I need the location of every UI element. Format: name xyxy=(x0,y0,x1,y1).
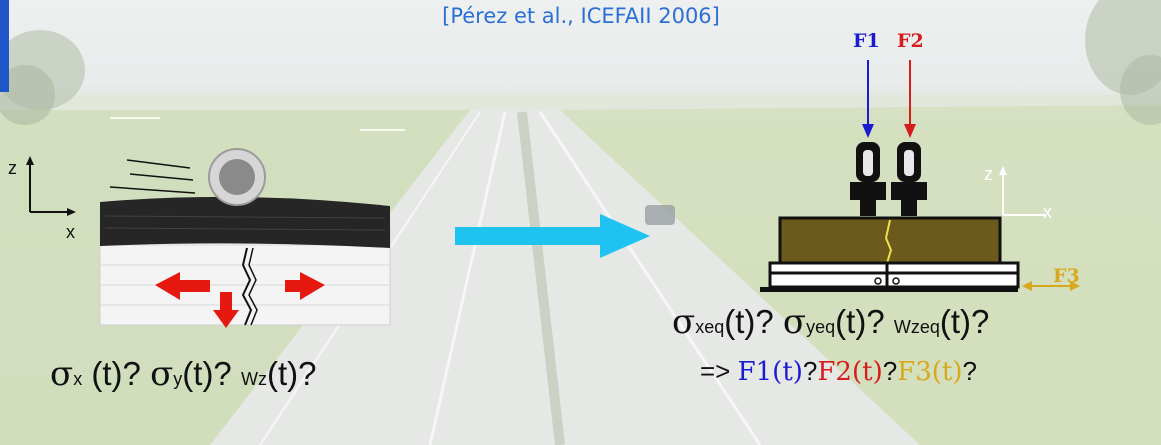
sigma-x-symbol: σ xyxy=(50,354,74,394)
sigma-y-symbol: σ xyxy=(150,354,174,394)
slide-corner-mark xyxy=(0,0,9,92)
right-axis-x-label: x xyxy=(1043,202,1052,222)
right-equation: σxeq(t)? σyeq(t)? Wzeq(t)? xyxy=(672,302,990,342)
result-equation: => F1(t)?F2(t)?F3(t)? xyxy=(700,356,977,387)
right-axes-icon xyxy=(999,166,1045,216)
test-specimen-diagram xyxy=(760,60,1080,292)
right-axis-z-label: z xyxy=(984,164,993,184)
result-f3: F3(t) xyxy=(897,357,963,387)
w-symbol-eq: W xyxy=(893,317,911,337)
sigma-xeq-symbol: σ xyxy=(672,302,696,342)
result-f2: F2(t) xyxy=(817,357,883,387)
force-f2-label: F2 xyxy=(897,30,924,52)
implies-symbol: => xyxy=(700,356,738,386)
left-equation: σx (t)? σy(t)? Wz(t)? xyxy=(50,354,317,394)
result-f1: F1(t) xyxy=(737,357,803,387)
citation: [Pérez et al., ICEFAII 2006] xyxy=(442,4,720,28)
transformation-arrow-icon xyxy=(455,214,650,258)
pavement-crack-diagram xyxy=(99,148,391,328)
w-symbol: W xyxy=(240,369,258,389)
force-f1-label: F1 xyxy=(853,30,880,52)
force-f3-label: F3 xyxy=(1053,265,1080,287)
sigma-yeq-symbol: σ xyxy=(782,302,807,342)
left-axis-x-label: x xyxy=(66,222,75,242)
left-axes-icon xyxy=(26,156,76,216)
left-axis-z-label: z xyxy=(8,158,17,178)
